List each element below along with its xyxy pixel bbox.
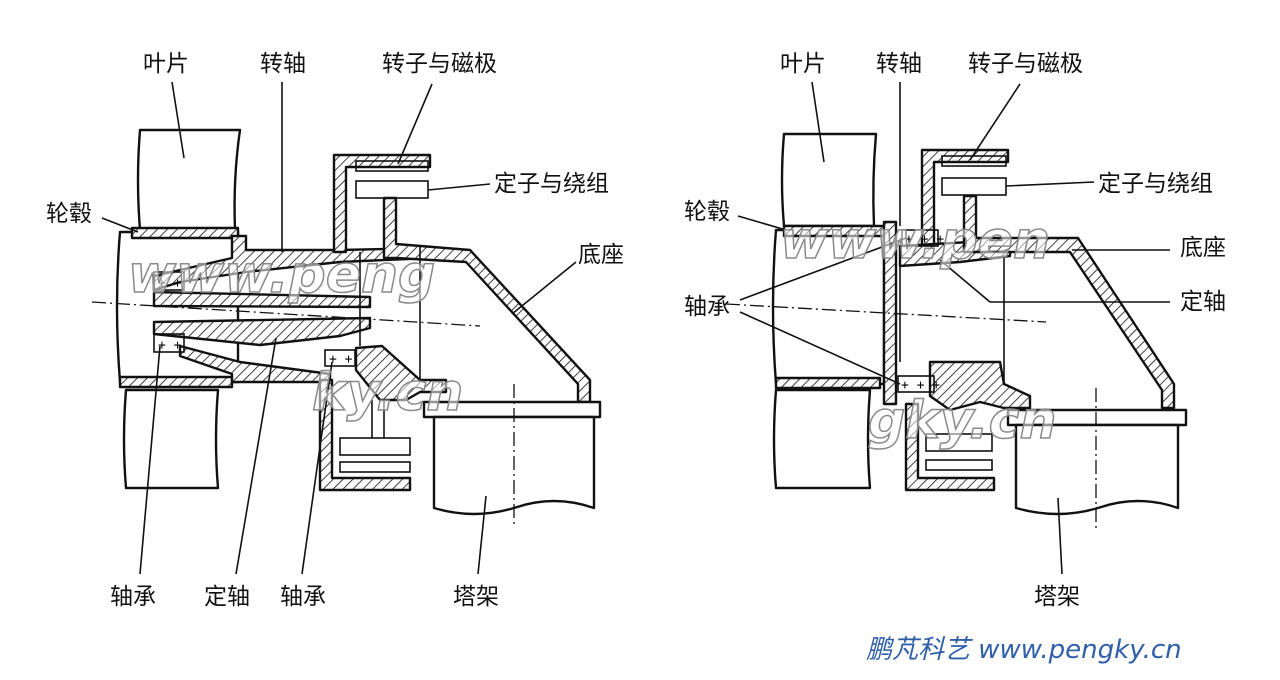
left-label-tower: 塔架 (453, 584, 499, 610)
right-label-fixed-shaft: 定轴 (1180, 289, 1226, 315)
right-label-hub: 轮毂 (684, 199, 730, 225)
right-label-blade: 叶片 (780, 51, 826, 77)
right-hub-flange-bottom (774, 376, 882, 390)
right-base (962, 194, 1176, 410)
right-rotor-pole-top (941, 155, 1007, 167)
svg-text:+ +: + + (158, 276, 182, 291)
left-leader-lines (101, 81, 577, 575)
left-labels: 叶片 转轴 转子与磁极 定子与绕组 轮毂 底座 轴承 定轴 轴承 塔架 (46, 51, 624, 610)
watermark-right-a: www.pen (780, 211, 1050, 271)
right-label-shaft: 转轴 (876, 51, 922, 77)
left-base-lower (354, 344, 448, 402)
left-stator-bottom (339, 437, 411, 456)
left-label-shaft: 转轴 (260, 51, 306, 77)
svg-text:+ +: + + (329, 352, 353, 367)
left-rotor-pole-bottom (339, 461, 411, 473)
right-leader-lines (737, 81, 1170, 575)
watermarks: www.peng ky.cn www.pen gky.cn (127, 210, 1057, 452)
right-stator-bottom (925, 433, 993, 452)
left-bearing-a: + + + + (153, 271, 185, 353)
watermark-left-a: www.peng (128, 245, 435, 305)
left-hub-flange-top (130, 226, 240, 240)
right-labels: 叶片 转轴 转子与磁极 定子与绕组 轮毂 底座 轴承 定轴 塔架 (684, 51, 1226, 610)
right-blade-bottom (772, 388, 872, 490)
right-bearing-bottom: + + + (897, 375, 940, 393)
left-label-bearing-1: 轴承 (110, 584, 156, 610)
watermark-right-b: gky.cn (868, 391, 1057, 451)
left-label-rotor: 转子与磁极 (382, 51, 497, 77)
right-label-rotor: 转子与磁极 (968, 51, 1083, 77)
left-label-fixed-shaft: 定轴 (204, 584, 250, 610)
left-rotor-housing-bottom (318, 378, 412, 492)
left-fixed-shaft (152, 290, 372, 309)
left-rotor-pole-top (355, 160, 429, 172)
svg-text:+ + +: + + + (905, 232, 944, 247)
left-stator-top (355, 180, 429, 199)
left-diagram: + + + + + + (91, 128, 602, 528)
credit-text: 鹏芃科艺 www.pengky.cn (866, 635, 1182, 665)
left-rotating-shaft-lower (178, 344, 332, 384)
right-label-base: 底座 (1180, 235, 1226, 261)
watermark-left-b: ky.cn (312, 363, 463, 423)
right-base-lower (928, 360, 1032, 412)
right-diagram: + + + + + + (725, 132, 1188, 528)
right-label-tower: 塔架 (1034, 584, 1080, 610)
right-rotating-shaft (882, 220, 898, 406)
left-label-bearing-2: 轴承 (280, 584, 326, 610)
right-tower (1014, 423, 1180, 516)
svg-text:+ +: + + (158, 338, 182, 353)
left-blade-bottom (122, 388, 220, 490)
right-label-bearing: 轴承 (684, 294, 730, 320)
right-rotor-pole-bottom (925, 459, 993, 471)
left-rotor-housing-top (332, 153, 432, 254)
left-label-blade: 叶片 (143, 51, 189, 77)
left-label-stator: 定子与绕组 (494, 171, 609, 197)
right-label-stator: 定子与绕组 (1098, 171, 1213, 197)
svg-text:+ + +: + + + (901, 378, 940, 393)
right-bearing-top: + + + (901, 229, 944, 247)
right-stator-top (941, 177, 1007, 196)
left-label-hub: 轮毂 (46, 201, 92, 227)
right-rotor-housing-bottom (904, 402, 996, 492)
left-hub-flange-bottom (118, 375, 234, 389)
left-label-base: 底座 (578, 242, 624, 268)
left-blade-top (136, 128, 242, 232)
